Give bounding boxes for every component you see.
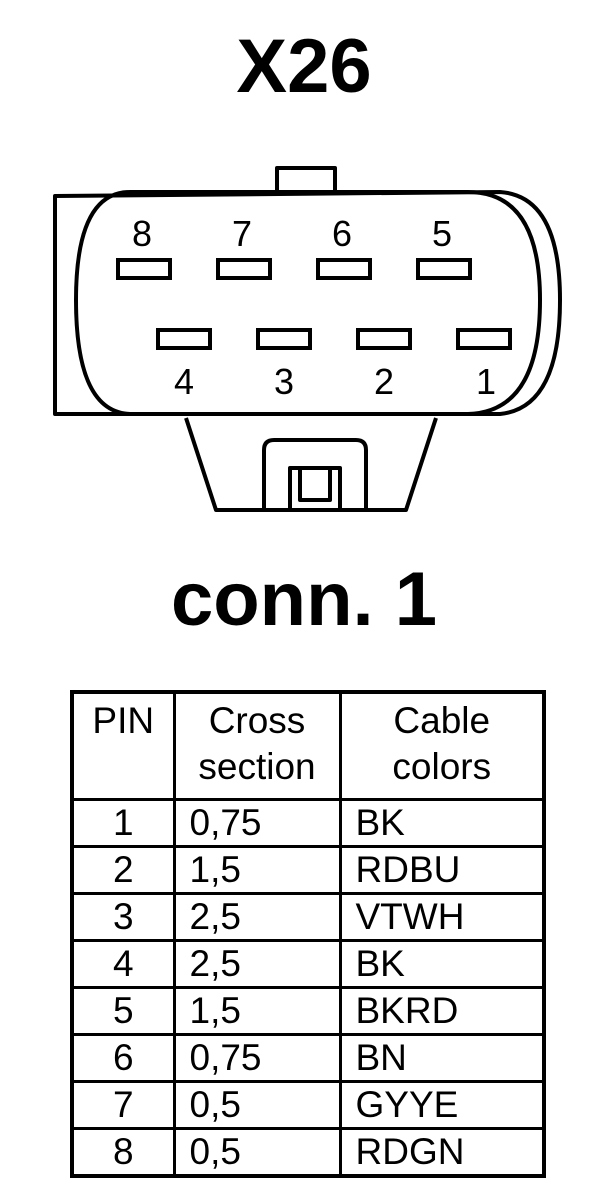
table-row: 4 2,5 BK xyxy=(70,939,546,989)
pin-slot-4 xyxy=(156,328,212,350)
cell-cable-colors: BK xyxy=(338,939,546,989)
connector-outer-body xyxy=(53,190,562,416)
pin-label-5: 5 xyxy=(432,213,452,254)
cell-cable-colors: RDGN xyxy=(338,1127,546,1178)
cell-pin: 2 xyxy=(70,845,176,895)
cell-pin: 7 xyxy=(70,1080,176,1130)
table-row: 5 1,5 BKRD xyxy=(70,986,546,1036)
pin-slot-8 xyxy=(116,258,172,280)
cell-cross-section: 2,5 xyxy=(172,892,342,942)
cell-pin: 5 xyxy=(70,986,176,1036)
table-row: 2 1,5 RDBU xyxy=(70,845,546,895)
table-row: 7 0,5 GYYE xyxy=(70,1080,546,1130)
pin-label-8: 8 xyxy=(132,213,152,254)
cell-cross-section: 0,5 xyxy=(172,1080,342,1130)
pin-label-2: 2 xyxy=(374,361,394,402)
cell-cross-section: 2,5 xyxy=(172,939,342,989)
cell-cable-colors: VTWH xyxy=(338,892,546,942)
pin-slot-5 xyxy=(416,258,472,280)
table-row: 3 2,5 VTWH xyxy=(70,892,546,942)
pin-slot-6 xyxy=(316,258,372,280)
connector-key xyxy=(262,438,368,510)
pin-slot-7 xyxy=(216,258,272,280)
connector-top-tab xyxy=(275,166,337,190)
cell-pin: 1 xyxy=(70,798,176,848)
cell-pin: 3 xyxy=(70,892,176,942)
pin-slot-1 xyxy=(456,328,512,350)
cell-cable-colors: BK xyxy=(338,798,546,848)
pin-slot-3 xyxy=(256,328,312,350)
connector-inner-face xyxy=(74,190,542,416)
cell-cable-colors: BKRD xyxy=(338,986,546,1036)
pin-label-4: 4 xyxy=(174,361,194,402)
pin-slot-2 xyxy=(356,328,412,350)
cell-cross-section: 1,5 xyxy=(172,845,342,895)
connector-subtitle: conn. 1 xyxy=(170,557,438,642)
pin-label-1: 1 xyxy=(476,361,496,402)
table-row: 8 0,5 RDGN xyxy=(70,1127,546,1178)
cell-cross-section: 1,5 xyxy=(172,986,342,1036)
connector-diagram: 8 7 6 5 4 3 2 1 xyxy=(53,166,562,512)
cell-cable-colors: BN xyxy=(338,1033,546,1083)
header-pin: PIN xyxy=(70,690,176,801)
table-row: 1 0,75 BK xyxy=(70,798,546,848)
cell-pin: 8 xyxy=(70,1127,176,1178)
table-row: 6 0,75 BN xyxy=(70,1033,546,1083)
cell-cable-colors: RDBU xyxy=(338,845,546,895)
cell-cable-colors: GYYE xyxy=(338,1080,546,1130)
cell-pin: 4 xyxy=(70,939,176,989)
connector-title: X26 xyxy=(236,24,372,109)
cell-pin: 6 xyxy=(70,1033,176,1083)
pin-label-3: 3 xyxy=(274,361,294,402)
connector-key-slot xyxy=(298,468,332,502)
connector-key-notch xyxy=(288,466,342,510)
connector-latch xyxy=(184,417,438,512)
cell-cross-section: 0,75 xyxy=(172,1033,342,1083)
cell-cross-section: 0,5 xyxy=(172,1127,342,1178)
cell-cross-section: 0,75 xyxy=(172,798,342,848)
pin-label-6: 6 xyxy=(332,213,352,254)
pin-label-7: 7 xyxy=(232,213,252,254)
